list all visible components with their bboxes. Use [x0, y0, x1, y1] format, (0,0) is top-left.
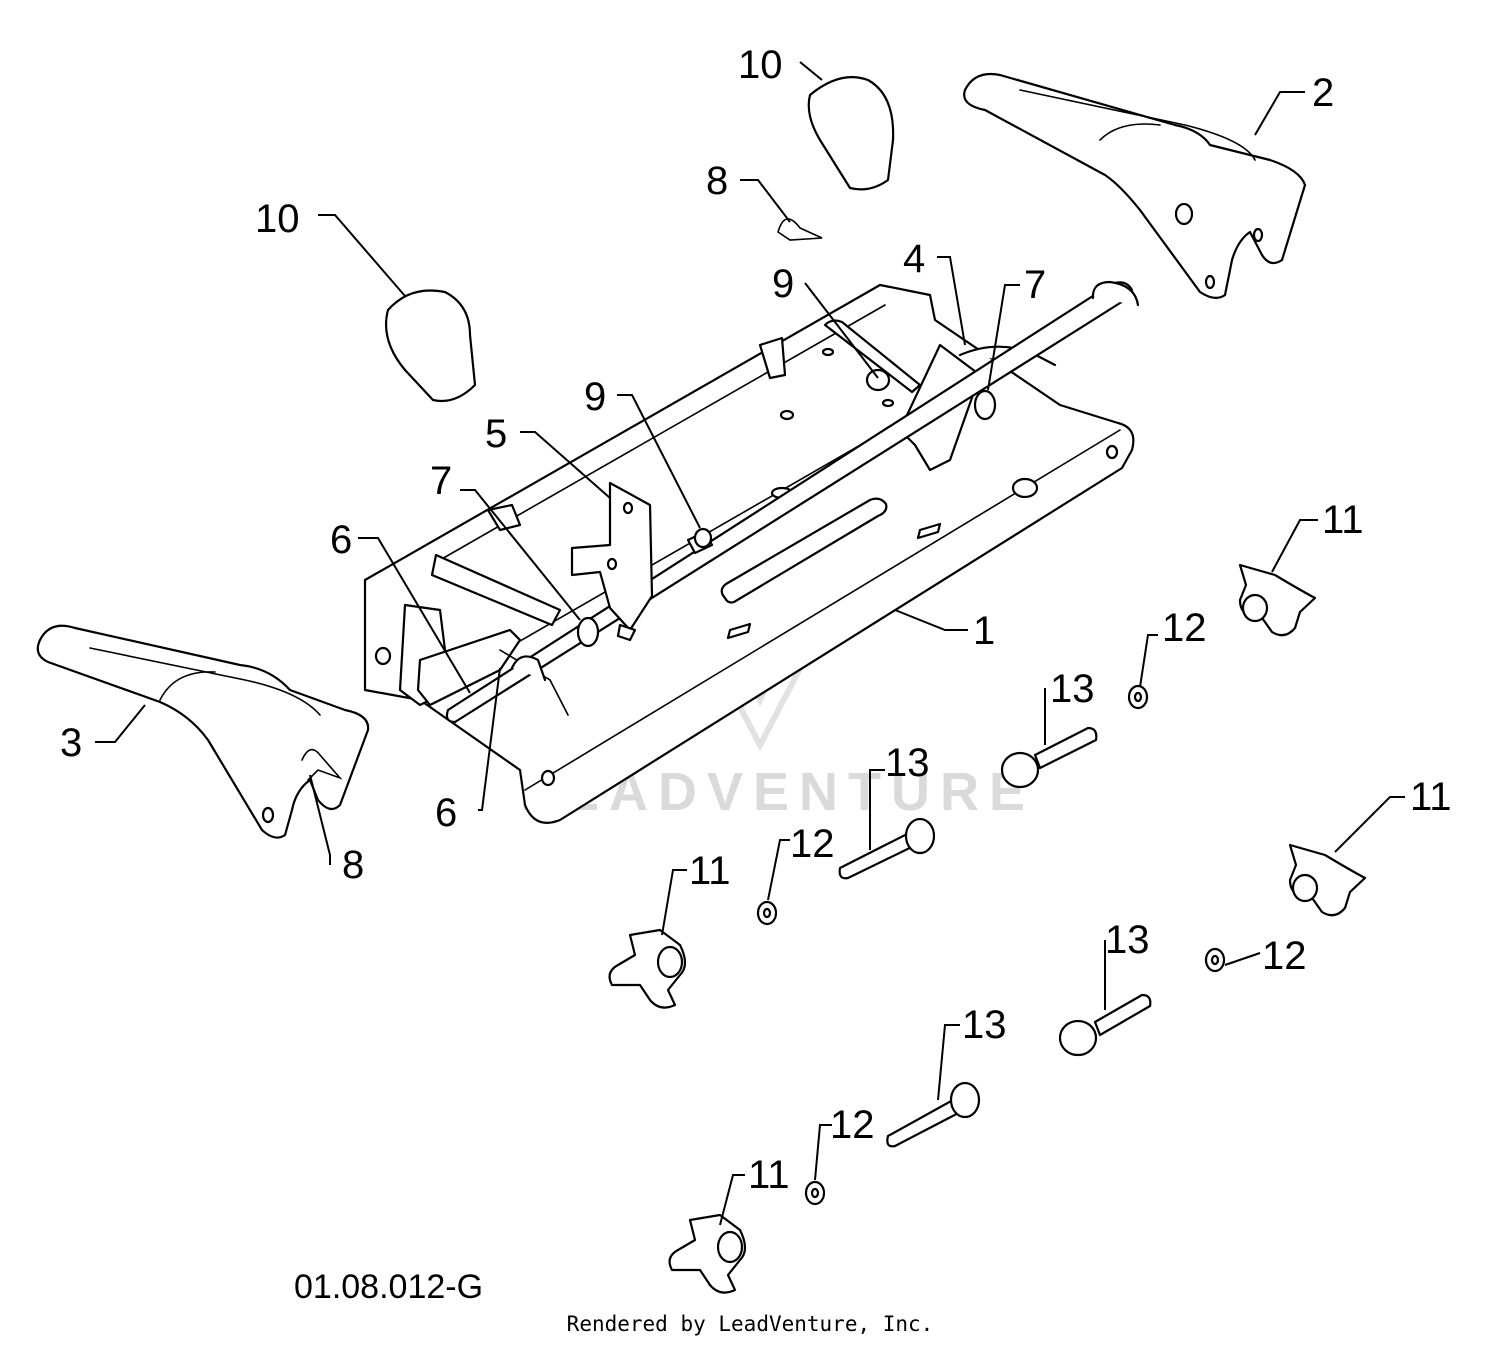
part-13-carriage-bolt-2 [838, 817, 936, 880]
callout-10: 10 [738, 43, 783, 87]
part-8-clip-left [301, 748, 343, 781]
callout-2: 2 [1312, 71, 1334, 115]
callout-8: 8 [706, 159, 728, 203]
callout-10: 10 [255, 197, 300, 241]
callout-4: 4 [903, 237, 925, 281]
drawing-code: 01.08.012-G [294, 1268, 484, 1306]
callout-7: 7 [1024, 263, 1046, 307]
callout-11: 11 [1410, 775, 1452, 819]
callout-12: 12 [1262, 934, 1307, 978]
part-13-carriage-bolt-1 [1000, 726, 1098, 789]
callout-6: 6 [435, 791, 457, 835]
part-11-star-knob-3 [608, 928, 687, 1009]
part-11-star-knob-1 [1238, 563, 1317, 637]
part-7-bushings [576, 389, 997, 648]
callout-11: 11 [748, 1153, 790, 1197]
part-8-clip-top [777, 218, 823, 241]
rendered-by-credit: Rendered by LeadVenture, Inc. [566, 1312, 934, 1336]
callout-12: 12 [790, 822, 835, 866]
part-11-star-knob-4 [668, 1213, 747, 1294]
part-13-carriage-bolt-4 [886, 1081, 981, 1148]
part-11-star-knob-2 [1288, 843, 1367, 917]
callout-9: 9 [584, 375, 606, 419]
callout-11: 11 [1322, 498, 1364, 542]
part-5-bracket [570, 481, 654, 642]
part-9-bolts [686, 368, 891, 555]
callout-7: 7 [430, 459, 452, 503]
callout-12: 12 [1162, 606, 1207, 650]
callout-3: 3 [60, 721, 82, 765]
callout-13: 13 [885, 741, 930, 785]
callout-12: 12 [830, 1103, 875, 1147]
part-12-washers [756, 684, 1226, 1206]
part-10-knob-top [807, 76, 895, 191]
callout-13: 13 [1105, 918, 1150, 962]
callout-8: 8 [342, 843, 364, 887]
part-10-knob-left [384, 289, 477, 403]
callout-6: 6 [330, 518, 352, 562]
callout-5: 5 [485, 412, 507, 456]
part-2-handle-right [963, 72, 1307, 299]
callout-13: 13 [1050, 667, 1095, 711]
callout-1: 1 [973, 609, 995, 653]
callout-labels: 10 2 8 10 9 4 7 9 5 7 6 1 3 6 8 11 12 13… [60, 43, 1452, 1197]
part-13-carriage-bolt-3 [1058, 993, 1152, 1057]
callout-9: 9 [772, 262, 794, 306]
leader-lines [95, 61, 1405, 1226]
callout-11: 11 [689, 849, 731, 893]
callout-13: 13 [962, 1003, 1007, 1047]
